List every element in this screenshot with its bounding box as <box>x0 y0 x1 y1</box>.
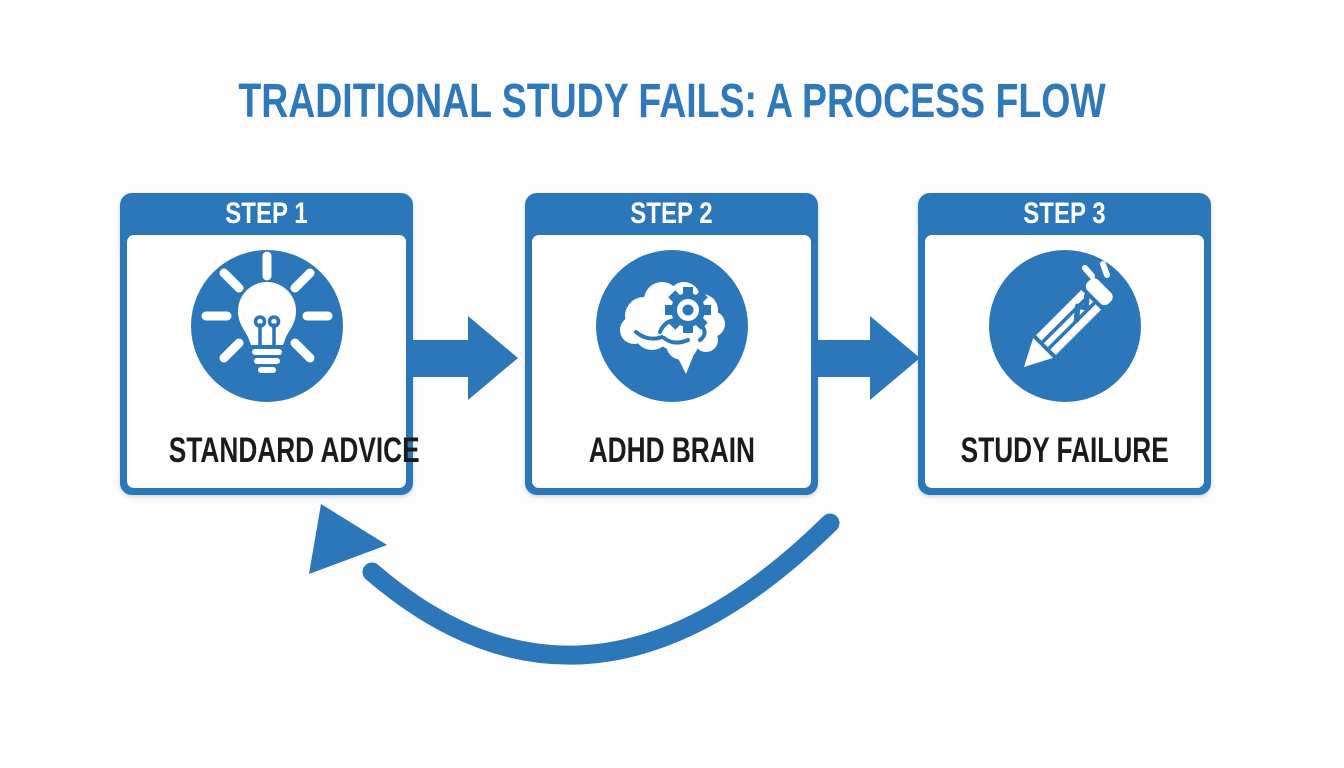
step-1-label: STANDARD ADVICE <box>168 431 420 470</box>
step-1-body: STANDARD ADVICE <box>127 235 420 488</box>
step-3-label: STUDY FAILURE <box>960 431 1169 470</box>
brain-gear-icon <box>595 250 748 402</box>
lightbulb-icon <box>190 250 343 402</box>
step-2-card: STEP 2 <box>525 193 818 495</box>
broken-pencil-icon <box>988 250 1141 402</box>
arrow-head <box>468 316 518 400</box>
step-2-label: ADHD BRAIN <box>588 431 755 470</box>
step-1-card: STEP 1 <box>120 193 420 495</box>
step-3-card: STEP 3 <box>918 193 1211 495</box>
step-3-body: STUDY FAILURE <box>925 235 1204 488</box>
step-3-header: STEP 3 <box>1023 196 1106 230</box>
arrow-shaft <box>411 340 471 377</box>
arrow-shaft <box>816 340 873 377</box>
arrow-head <box>870 316 920 400</box>
step-2-header: STEP 2 <box>630 196 713 230</box>
step-2-body: ADHD BRAIN <box>532 235 811 488</box>
step-1-header: STEP 1 <box>225 196 308 230</box>
page-title: TRADITIONAL STUDY FAILS: A PROCESS FLOW <box>238 75 1106 128</box>
